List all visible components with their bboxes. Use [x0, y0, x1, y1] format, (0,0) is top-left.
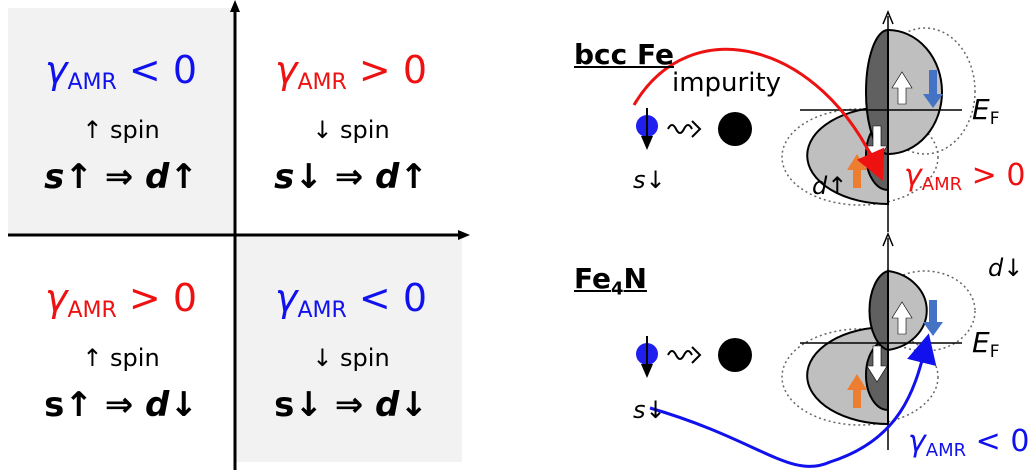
transition-label: s↑ ⇒ d↓ [44, 385, 198, 425]
electron-spin-label: s↓ [633, 166, 666, 194]
quadrant-bottom-left: γAMR > 0 ↑ spin s↑ ⇒ d↓ [6, 276, 236, 425]
gamma-amr-label: γAMR < 0 [274, 276, 428, 323]
band-label: d↑ [812, 172, 848, 200]
spin-down-blue-icon [923, 70, 943, 108]
gamma-amr-label: γAMR > 0 [274, 48, 428, 95]
quadrant-top-right: γAMR > 0 ↓ spin s↓ ⇒ d↑ [236, 48, 466, 197]
spin-down-white-icon [866, 345, 888, 383]
gamma-amr-label: γAMR > 0 [44, 276, 198, 323]
wavy-arrow-icon [667, 124, 693, 134]
gamma-amr-label: γAMR < 0 [44, 48, 198, 95]
spin-label: ↑ spin [82, 344, 160, 372]
quadrant-axes [8, 0, 470, 470]
spin-label: ↓ spin [312, 344, 390, 372]
scattering-curve-blue [649, 333, 937, 468]
spin-label: ↓ spin [312, 116, 390, 144]
transition-label: s↑ ⇒ d↑ [44, 157, 198, 197]
transition-label: s↓ ⇒ d↓ [274, 385, 428, 425]
bottom-panel-graphic [636, 232, 976, 468]
spin-up-white-icon [891, 301, 913, 335]
band-lobe-right-inner [868, 269, 889, 352]
spin-up-white-icon [891, 71, 913, 105]
electron-spin-label: s↓ [633, 396, 666, 424]
impurity-label: impurity [672, 68, 782, 98]
quadrant-top-left-bg [8, 8, 234, 234]
bottom-panel-title: Fe4N [574, 262, 647, 300]
transition-label: s↓ ⇒ d↑ [274, 157, 428, 197]
dotted-outline-right [874, 27, 976, 155]
scattering-curve-red [632, 47, 885, 181]
gamma-amr-label: γAMR < 0 [908, 424, 1030, 461]
impurity-dot [718, 112, 752, 146]
wavy-arrow-icon [667, 350, 693, 360]
top-panel-graphic [632, 10, 976, 232]
quadrant-bottom-right: γAMR < 0 ↓ spin s↓ ⇒ d↓ [236, 276, 466, 425]
quadrant-top-left: γAMR < 0 ↑ spin s↑ ⇒ d↑ [6, 48, 236, 197]
fermi-level-label: EF [972, 93, 1000, 129]
quadrant-bottom-right-bg [236, 236, 462, 462]
spin-up-orange-icon [847, 374, 867, 408]
band-label: d↓ [988, 254, 1024, 282]
top-panel-title: bcc Fe [574, 38, 674, 71]
spin-down-blue-icon [923, 300, 943, 336]
gamma-amr-label: γAMR > 0 [904, 158, 1026, 195]
impurity-dot [718, 338, 752, 372]
fermi-level-label: EF [972, 326, 1000, 362]
spin-label: ↑ spin [82, 116, 160, 144]
band-lobe-left [806, 325, 889, 426]
